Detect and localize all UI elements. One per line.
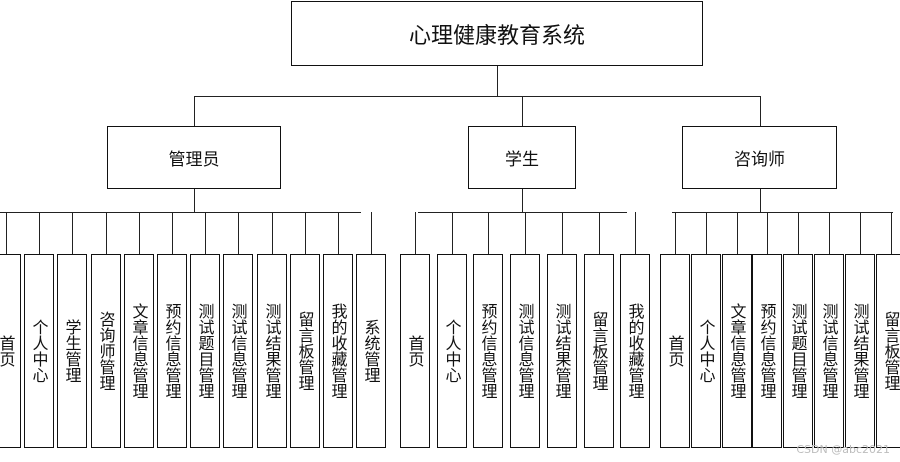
leaf-drop-line	[139, 212, 140, 255]
leaf-node: 预约信息管理	[473, 254, 503, 448]
group-stem-line	[194, 189, 195, 213]
leaf-drop-line	[635, 212, 636, 255]
leaf-drop-line	[525, 212, 526, 255]
leaf-node: 预约信息管理	[752, 254, 782, 448]
watermark: CSDN @abc2021	[796, 443, 890, 456]
leaf-drop-line	[305, 212, 306, 255]
leaf-node: 个人中心	[691, 254, 721, 448]
group-stem-line	[760, 189, 761, 213]
leaf-drop-line	[452, 212, 453, 255]
leaf-node: 留言板管理	[290, 254, 320, 448]
leaf-node: 咨询师管理	[91, 254, 121, 448]
leaf-drop-line	[737, 212, 738, 255]
leaf-drop-line	[39, 212, 40, 255]
leaf-node: 学生管理	[57, 254, 87, 448]
leaf-drop-line	[205, 212, 206, 255]
leaf-node: 预约信息管理	[157, 254, 187, 448]
group-bus-line	[672, 212, 893, 213]
root-node: 心理健康教育系统	[291, 1, 703, 66]
leaf-node: 首页	[400, 254, 430, 448]
leaf-node: 测试信息管理	[814, 254, 844, 448]
group-stem-line	[522, 189, 523, 213]
leaf-node: 文章信息管理	[124, 254, 154, 448]
group-drop-line	[194, 96, 195, 127]
leaf-drop-line	[238, 212, 239, 255]
leaf-drop-line	[891, 212, 892, 255]
group-label: 管理员	[168, 150, 220, 170]
leaf-node: 个人中心	[437, 254, 467, 448]
leaf-drop-line	[829, 212, 830, 255]
leaf-drop-line	[675, 212, 676, 255]
leaf-node: 测试结果管理	[845, 254, 875, 448]
leaf-drop-line	[338, 212, 339, 255]
leaf-node: 测试结果管理	[257, 254, 287, 448]
leaf-drop-line	[488, 212, 489, 255]
group-node-counselor: 咨询师	[682, 126, 837, 189]
leaf-drop-line	[562, 212, 563, 255]
leaf-drop-line	[106, 212, 107, 255]
leaf-drop-line	[798, 212, 799, 255]
leaf-node: 个人中心	[24, 254, 54, 448]
leaf-node: 测试信息管理	[510, 254, 540, 448]
leaf-node: 测试题目管理	[190, 254, 220, 448]
leaf-node: 首页	[0, 254, 21, 448]
group-label: 学生	[505, 150, 539, 170]
leaf-drop-line	[272, 212, 273, 255]
leaf-node: 我的收藏管理	[323, 254, 353, 448]
root-title: 心理健康教育系统	[408, 23, 585, 49]
group-node-student: 学生	[468, 126, 576, 189]
leaf-drop-line	[6, 212, 7, 255]
group-bus-line	[0, 212, 361, 213]
group-drop-line	[760, 96, 761, 127]
root-bus-line	[194, 96, 761, 97]
leaf-drop-line	[767, 212, 768, 255]
leaf-drop-line	[706, 212, 707, 255]
leaf-node: 测试题目管理	[783, 254, 813, 448]
leaf-node: 测试结果管理	[547, 254, 577, 448]
leaf-node: 首页	[660, 254, 690, 448]
group-drop-line	[522, 96, 523, 127]
leaf-node: 系统管理	[356, 254, 386, 448]
group-bus-line	[418, 212, 627, 213]
leaf-node: 留言板管理	[876, 254, 900, 448]
root-stem-line	[497, 66, 498, 97]
leaf-drop-line	[415, 212, 416, 255]
leaf-node: 测试信息管理	[223, 254, 253, 448]
leaf-node: 我的收藏管理	[620, 254, 650, 448]
leaf-drop-line	[172, 212, 173, 255]
leaf-drop-line	[72, 212, 73, 255]
group-node-admin: 管理员	[107, 126, 281, 189]
leaf-node: 文章信息管理	[722, 254, 752, 448]
leaf-node: 留言板管理	[584, 254, 614, 448]
leaf-drop-line	[371, 212, 372, 255]
group-label: 咨询师	[734, 150, 785, 170]
leaf-drop-line	[860, 212, 861, 255]
leaf-drop-line	[599, 212, 600, 255]
